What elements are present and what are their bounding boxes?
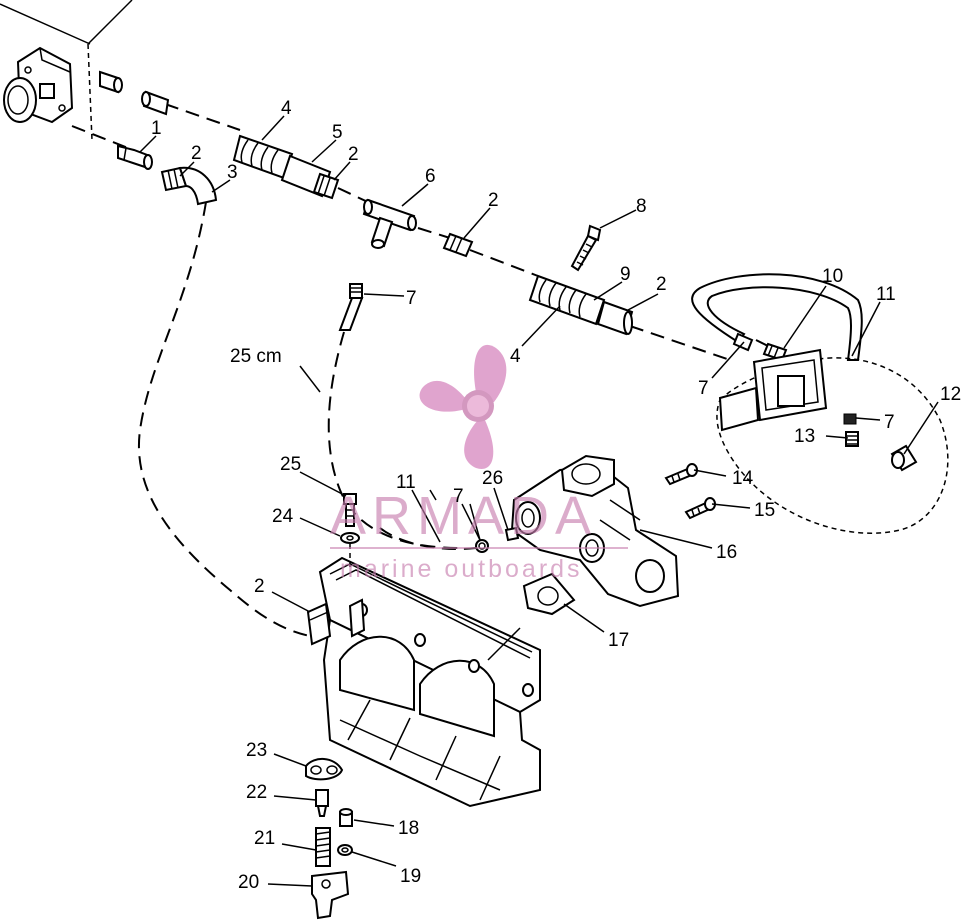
- exhaust-housing-dashed: [716, 348, 949, 534]
- housing-plug: [99, 70, 123, 94]
- plug-18: [339, 808, 353, 827]
- callout-7: 7: [884, 412, 895, 433]
- callout-3: 3: [227, 162, 238, 183]
- fitting-7-right: [843, 413, 857, 425]
- hose-7-upper: [338, 283, 364, 331]
- callout-2: 2: [191, 143, 202, 164]
- callout-7: 7: [453, 486, 464, 507]
- callout-11: 11: [396, 472, 416, 493]
- hose-clamp-2-b: [312, 172, 340, 200]
- callout-21: 21: [254, 828, 275, 849]
- tee-fitting-6: [362, 198, 417, 249]
- fitting-13: [845, 431, 859, 447]
- callout-2: 2: [656, 274, 667, 295]
- callout-5: 5: [332, 122, 343, 143]
- leader-lines: [139, 115, 939, 887]
- watermark-tagline: marine outboards: [340, 555, 583, 583]
- callout-2: 2: [348, 144, 359, 165]
- callout-11: 11: [876, 284, 896, 305]
- callout-7: 7: [406, 288, 417, 309]
- hose-bellows-9: [528, 274, 606, 326]
- bolt-25: [343, 493, 357, 527]
- callout-13: 13: [794, 426, 815, 447]
- fitting-7-lower: [475, 539, 489, 553]
- hose-3: [178, 166, 218, 206]
- bolt-14: [664, 463, 698, 486]
- hose-clamp-2-a: [160, 166, 188, 192]
- callout-7: 7: [698, 378, 709, 399]
- callout-24: 24: [272, 506, 294, 527]
- callout-4: 4: [510, 346, 521, 367]
- callout-17: 17: [608, 630, 629, 651]
- callout-9: 9: [620, 264, 631, 285]
- callout-labels: 1 2 3 4 5 2 6 2 8 7 9 2 4 10 11 7 12 7 1…: [151, 98, 961, 893]
- exhaust-manifold-16: [510, 454, 680, 608]
- callout-4: 4: [281, 98, 292, 119]
- spring-21: [315, 827, 331, 867]
- plug-26: [504, 526, 520, 542]
- callout-10: 10: [822, 266, 843, 287]
- callout-26: 26: [482, 468, 503, 489]
- callout-8: 8: [636, 196, 647, 217]
- callout-22: 22: [246, 782, 267, 803]
- reference-panel-lines: [0, 0, 133, 141]
- propeller-icon: [419, 344, 507, 469]
- callout-15: 15: [754, 500, 775, 521]
- callout-14: 14: [732, 468, 754, 489]
- plug-12: [890, 444, 918, 472]
- callout-19: 19: [400, 866, 421, 887]
- hose-3-dashed-route: [138, 201, 311, 637]
- callout-1: 1: [151, 118, 162, 139]
- callout-12: 12: [940, 384, 961, 405]
- upper-connector: [141, 90, 170, 116]
- hose-clamp-2-d: [596, 300, 634, 336]
- callout-16: 16: [716, 542, 737, 563]
- bolt-15: [684, 497, 716, 520]
- water-outlet-housing: [3, 46, 74, 124]
- hose-bellows-4-a: [232, 134, 294, 180]
- housing-20: [311, 870, 350, 920]
- callout-2: 2: [488, 190, 499, 211]
- gasket-17: [522, 572, 576, 616]
- callout-18: 18: [398, 818, 419, 839]
- gasket-23: [305, 758, 344, 781]
- hose-clamp-2-c: [442, 232, 474, 258]
- callout-2: 2: [254, 576, 265, 597]
- cylinder-head-block: [318, 556, 541, 808]
- watermark-logo: ARMADA marine outboards: [330, 344, 628, 583]
- watermark-brand: ARMADA: [330, 486, 597, 546]
- measurement-label: 25 cm: [230, 346, 282, 367]
- fitting-part-1: [117, 144, 153, 170]
- ring-19: [337, 844, 353, 856]
- callout-20: 20: [238, 872, 259, 893]
- callout-23: 23: [246, 740, 267, 761]
- assembly-axis-lines: [71, 103, 773, 361]
- screw-8: [570, 224, 602, 272]
- sensor-22: [315, 789, 329, 817]
- callout-6: 6: [425, 166, 436, 187]
- hose-11-lower: [379, 527, 477, 551]
- callout-25: 25: [280, 454, 301, 475]
- hose-clamp-2-e: [306, 602, 332, 646]
